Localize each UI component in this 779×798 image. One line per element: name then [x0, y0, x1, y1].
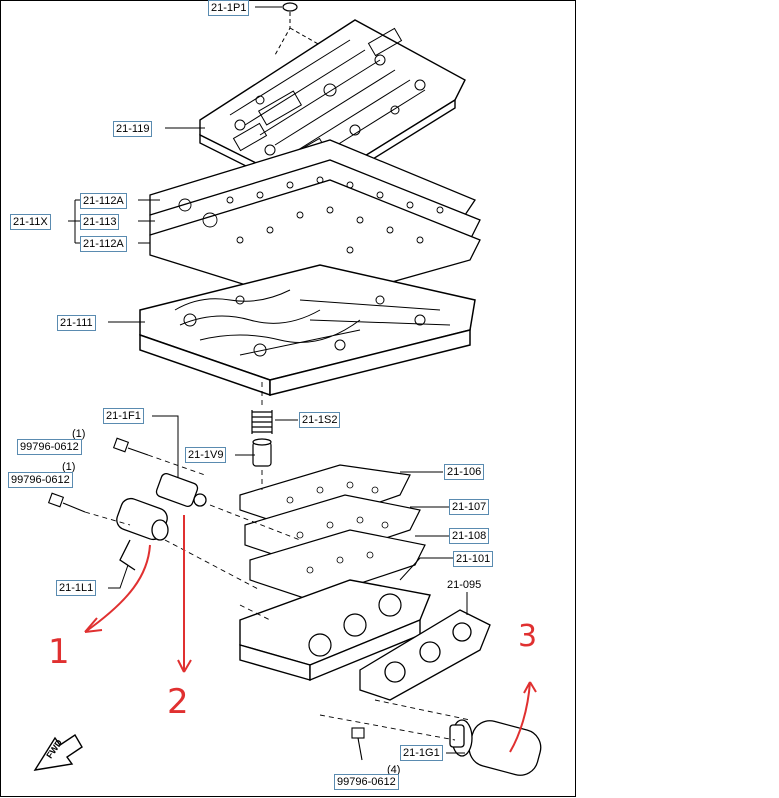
qty-b: (1) [62, 461, 76, 473]
label-21-1L1: 21-1L1 [56, 580, 97, 596]
bolt-b [47, 492, 86, 513]
label-21-113: 21-113 [80, 214, 120, 230]
solenoid-21-1F1 [155, 472, 207, 508]
qty-c: (4) [387, 764, 401, 776]
label-21-095: 21-095 [445, 578, 484, 592]
label-99796-b: 99796-0612 [8, 472, 73, 488]
red-annotation-1: 1 [48, 632, 70, 672]
label-99796-a: 99796-0612 [17, 439, 82, 455]
page-border [0, 0, 576, 797]
qty-a: (1) [72, 428, 86, 440]
label-21-108: 21-108 [449, 528, 490, 544]
gasket-bottom [149, 179, 481, 306]
plate-21-108 [249, 529, 426, 601]
bolt-a [112, 437, 149, 456]
fwd-arrow-icon [33, 734, 83, 771]
small-plate-holes [286, 481, 389, 574]
label-21-112A-top: 21-112A [80, 193, 127, 209]
valve-part [252, 438, 272, 467]
main-valve-body [139, 264, 476, 397]
label-21-1S2: 21-1S2 [299, 412, 341, 428]
bolt-c [351, 727, 365, 761]
leader-lines [68, 6, 468, 754]
spring-part [251, 410, 273, 434]
label-21-111: 21-111 [57, 315, 96, 331]
label-21-101: 21-101 [453, 551, 494, 567]
main-valve-body-channels [174, 289, 451, 357]
label-21-107: 21-107 [449, 499, 490, 515]
red-arrow-3 [509, 681, 531, 753]
red-arrow-1 [84, 544, 151, 633]
solenoid-21-1L1 [116, 497, 169, 571]
red-annotation-arrows [84, 515, 537, 753]
label-21-11X: 21-11X [10, 214, 51, 230]
assembly-lines [84, 380, 471, 741]
label-21-1G1: 21-1G1 [400, 745, 443, 761]
label-21-1F1: 21-1F1 [103, 408, 144, 424]
red-annotation-3: 3 [518, 619, 538, 654]
red-annotation-2: 2 [167, 682, 189, 722]
solenoid-21-1G1 [449, 719, 542, 776]
lower-body-bores [308, 593, 402, 657]
label-21-112A-bottom: 21-112A [80, 236, 127, 252]
plate-holes [178, 176, 444, 254]
label-21-1V9: 21-1V9 [185, 447, 227, 463]
label-99796-c: 99796-0612 [334, 774, 399, 790]
gasket-21-095 [359, 609, 491, 701]
plug-part [282, 2, 298, 12]
label-21-119: 21-119 [113, 121, 153, 137]
plate-21-107 [244, 494, 421, 566]
label-21-1P1: 21-1P1 [208, 0, 250, 16]
label-21-106: 21-106 [444, 464, 485, 480]
